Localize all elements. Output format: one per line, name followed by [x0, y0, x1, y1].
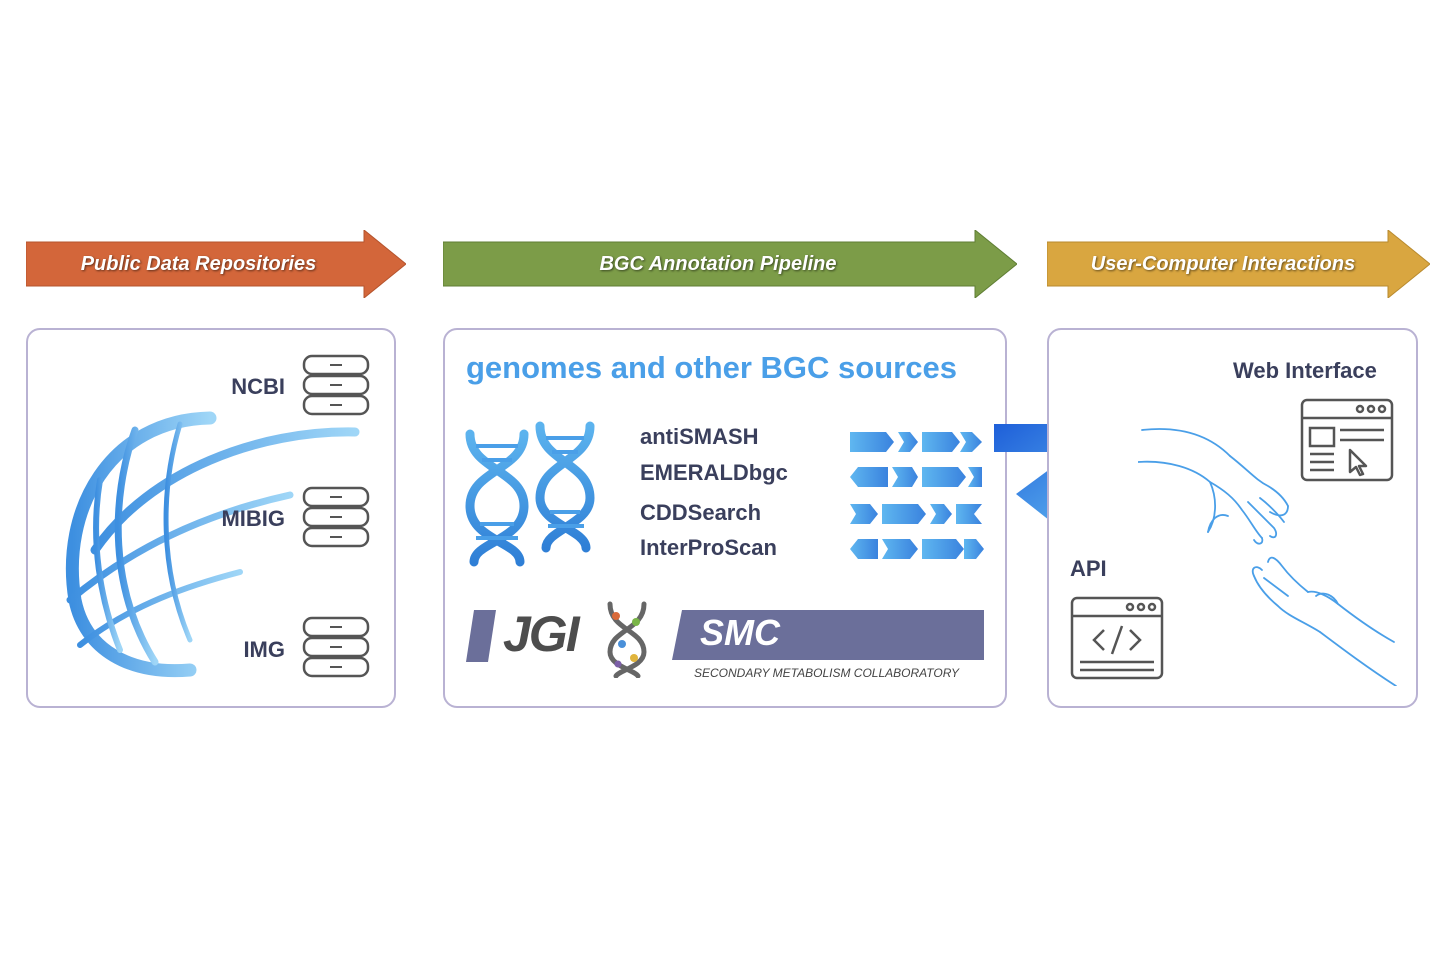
stage-arrow-interactions: User-Computer Interactions — [1047, 230, 1430, 298]
interactions-panel — [1047, 328, 1418, 708]
gene-cluster-icon — [850, 432, 984, 559]
jgi-logo-bar — [466, 610, 496, 662]
stage-label-public-data: Public Data Repositories — [80, 252, 317, 275]
database-icon — [302, 616, 370, 678]
stage-arrow-pipeline: BGC Annotation Pipeline — [443, 230, 1017, 298]
repository-label-mibig: MIBIG — [221, 506, 285, 531]
repository-label-ncbi: NCBI — [231, 374, 285, 399]
reaching-hands-icon — [1138, 428, 1397, 686]
dna-helix-icon — [465, 421, 595, 567]
api-label: API — [1070, 556, 1107, 581]
stage-label-pipeline: BGC Annotation Pipeline — [599, 252, 837, 275]
pipeline-heading: genomes and other BGC sources — [466, 350, 957, 385]
tool-interproscan: InterProScan — [640, 535, 777, 560]
stage-arrow-public-data: Public Data Repositories — [26, 230, 406, 298]
jgi-dna-icon — [607, 601, 647, 678]
tool-cddsearch: CDDSearch — [640, 500, 762, 525]
smc-logo-banner — [672, 610, 984, 660]
jgi-logo-text: JGI — [503, 606, 580, 662]
browser-window-icon — [1300, 398, 1394, 482]
tool-antismash: antiSMASH — [640, 424, 759, 449]
tool-emeraldbgc: EMERALDbgc — [640, 460, 788, 485]
code-window-icon — [1070, 596, 1164, 680]
web-interface-label: Web Interface — [1233, 358, 1377, 383]
database-icon — [302, 354, 370, 416]
smc-logo-subtitle: SECONDARY METABOLISM COLLABORATORY — [694, 666, 959, 680]
smc-logo-text: SMC — [700, 612, 780, 653]
stage-label-interactions: User-Computer Interactions — [1090, 252, 1356, 275]
database-icon — [302, 486, 370, 548]
globe-icon — [65, 411, 360, 678]
repository-label-img: IMG — [243, 637, 285, 662]
